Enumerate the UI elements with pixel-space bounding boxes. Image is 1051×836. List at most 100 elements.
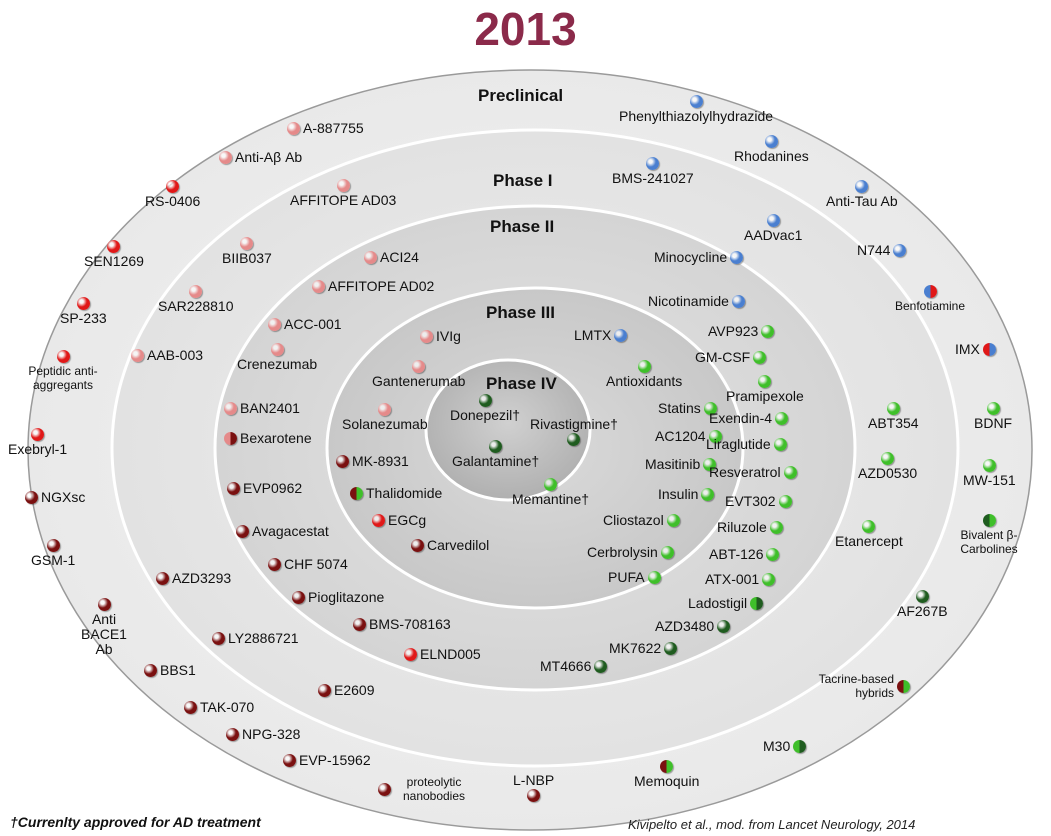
darkred-dot-icon <box>97 598 111 611</box>
drug-rivastigmine: Rivastigmine† <box>530 417 618 446</box>
drug-solanezumab: Solanezumab <box>342 403 428 432</box>
drug-label: BAN2401 <box>240 400 300 416</box>
green-dot-icon <box>708 430 722 443</box>
drug-nicotinamide: Nicotinamide <box>648 294 745 309</box>
blue-dot-icon <box>614 329 628 342</box>
drug-label: NGXsc <box>41 489 86 505</box>
drug-rhodanines: Rhodanines <box>734 135 809 164</box>
drug-sar228810: SAR228810 <box>158 285 234 314</box>
drug-label: MK-8931 <box>352 453 409 469</box>
drug-label: Rivastigmine† <box>530 416 618 432</box>
drug-imx: IMX <box>955 342 996 357</box>
drug-label: MK7622 <box>609 640 662 656</box>
drug-label: BMS-241027 <box>612 170 694 186</box>
drug-label: AAB-003 <box>147 347 204 363</box>
blue-dot-icon <box>855 180 869 193</box>
split-dot-icon <box>793 740 807 753</box>
drug-ly2886721: LY2886721 <box>212 631 299 646</box>
label-phase-2: Phase II <box>490 217 555 236</box>
drug-tak-070: TAK-070 <box>184 700 254 715</box>
green-dot-icon <box>753 351 767 364</box>
drug-tacrine-based-hybrids: Tacrine-based hybrids <box>812 672 910 700</box>
pink-dot-icon <box>287 122 300 135</box>
drug-label: Anti BACE1 Ab <box>81 611 127 657</box>
drug-label: EVP0962 <box>243 480 303 496</box>
pink-dot-icon <box>420 330 433 343</box>
drug-pramipexole: Pramipexole <box>726 375 804 404</box>
drug-crenezumab: Crenezumab <box>237 343 317 372</box>
darkred-dot-icon <box>156 572 169 585</box>
pink-dot-icon <box>336 179 350 192</box>
drug-biib037: BIIB037 <box>222 237 272 266</box>
drug-galantamine: Galantamine† <box>452 440 539 469</box>
green-dot-icon <box>637 360 651 373</box>
split-dot-icon <box>897 679 910 693</box>
drug-riluzole: Riluzole <box>717 520 783 535</box>
darkred-dot-icon <box>411 539 424 552</box>
drug-label: NPG-328 <box>242 726 301 742</box>
darkred-dot-icon <box>184 701 197 714</box>
red-dot-icon <box>107 240 121 253</box>
drug-label: BIIB037 <box>222 250 272 266</box>
drug-label: Minocycline <box>654 249 728 265</box>
darkred-dot-icon <box>236 525 249 538</box>
drug-label: proteolytic nanobodies <box>402 775 466 803</box>
green-dot-icon <box>703 458 717 471</box>
drug-label: IMX <box>955 341 980 357</box>
green-dot-icon <box>703 402 717 415</box>
drug-label: EGCg <box>388 512 427 528</box>
drug-aab-003: AAB-003 <box>131 348 203 363</box>
split-dot-icon <box>982 343 996 356</box>
green-dot-icon <box>986 402 1000 415</box>
drug-ban2401: BAN2401 <box>224 401 300 416</box>
drug-label: AVP923 <box>708 323 759 339</box>
red-dot-icon <box>31 428 45 441</box>
drug-label: ELND005 <box>420 646 481 662</box>
drug-label: MW-151 <box>963 472 1016 488</box>
green-dot-icon <box>758 375 772 388</box>
drug-azd3293: AZD3293 <box>156 571 231 586</box>
pink-dot-icon <box>224 402 237 415</box>
darkgreen-dot-icon <box>489 440 503 453</box>
drug-gsm-1: GSM-1 <box>31 539 75 568</box>
darkred-dot-icon <box>283 754 296 767</box>
drug-aadvac1: AADvac1 <box>744 214 802 243</box>
darkred-dot-icon <box>336 455 349 468</box>
drug-abt-126: ABT-126 <box>709 547 780 562</box>
drug-label: Nicotinamide <box>648 293 729 309</box>
drug-label: Peptidic anti-aggregants <box>28 364 98 392</box>
blue-dot-icon <box>730 251 744 264</box>
drug-label: Rhodanines <box>734 148 809 164</box>
green-dot-icon <box>783 466 797 479</box>
drug-label: AZD0530 <box>858 465 918 481</box>
split-dot-icon <box>750 597 764 610</box>
drug-aci24: ACI24 <box>364 250 419 265</box>
drug-label: Riluzole <box>717 519 767 535</box>
pink-dot-icon <box>189 285 203 298</box>
drug-anti-tau-ab: Anti-Tau Ab <box>826 180 898 209</box>
darkgreen-dot-icon <box>478 394 492 407</box>
label-phase-1: Phase I <box>493 171 553 190</box>
drug-m30: M30 <box>763 739 807 754</box>
drug-label: Solanezumab <box>342 416 428 432</box>
split-dot-icon <box>660 760 674 773</box>
drug-label: Anti-Tau Ab <box>826 193 898 209</box>
green-dot-icon <box>762 573 776 586</box>
green-dot-icon <box>761 325 775 338</box>
drug-bivalent-carbolines: Bivalent β-Carbolines <box>950 514 1028 556</box>
drug-resveratrol: Resveratrol <box>709 465 797 480</box>
drug-label: Masitinib <box>645 456 701 472</box>
drug-label: Ladostigil <box>688 595 748 611</box>
drug-label: ACI24 <box>380 249 419 265</box>
drug-cerbrolysin: Cerbrolysin <box>587 545 674 560</box>
drug-label: EVP-15962 <box>299 752 371 768</box>
red-dot-icon <box>166 180 180 193</box>
drug-azd3480: AZD3480 <box>655 619 731 634</box>
drug-peptidic-anti-aggregants: Peptidic anti-aggregants <box>24 350 102 392</box>
split-dot-icon <box>923 285 937 298</box>
blue-dot-icon <box>766 214 780 227</box>
drug-donepezil: Donepezil† <box>450 394 520 423</box>
drug-label: Anti-Aβ Ab <box>235 149 303 165</box>
drug-label: RS-0406 <box>145 193 201 209</box>
drug-label: ATX-001 <box>705 571 760 587</box>
